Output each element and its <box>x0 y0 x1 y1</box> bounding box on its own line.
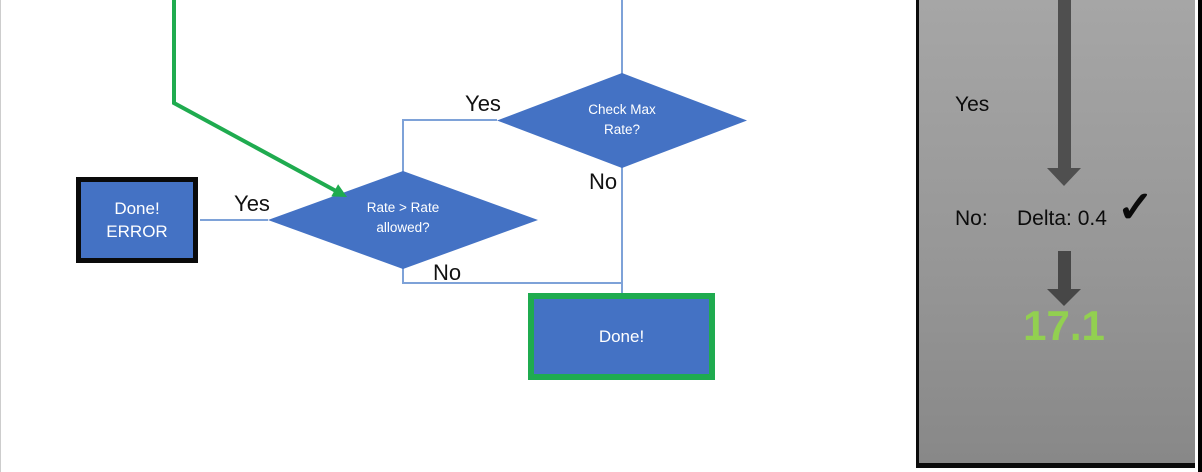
green-path-arrowhead-icon <box>331 184 347 197</box>
connector-checkmax-yes <box>402 119 497 173</box>
decision-check-max-line2: Rate? <box>603 122 641 137</box>
decision-rate-allowed-line1: Rate > Rate <box>366 200 440 215</box>
done-error-box: Done! ERROR <box>76 177 198 263</box>
done-error-line1: Done! <box>114 199 160 218</box>
rateallowed-no-label: No <box>432 260 462 285</box>
checkmark-icon: ✓ <box>1117 183 1154 232</box>
done-box: Done! <box>528 293 715 380</box>
flowchart-canvas <box>172 0 747 295</box>
down-arrow-icon <box>1058 251 1071 289</box>
done-box-label: Done! <box>598 327 645 346</box>
decision-rate-allowed-label: Rate > Rate allowed? <box>328 198 478 238</box>
panel-yes-label: Yes <box>955 93 990 116</box>
decision-check-max-diamond <box>497 73 747 168</box>
decision-check-max-line1: Check Max <box>588 102 656 117</box>
down-arrow-head-icon <box>1047 289 1081 306</box>
down-arrow-head-icon <box>1047 168 1081 186</box>
decision-rate-allowed-line2: allowed? <box>376 220 430 235</box>
green-path-line <box>172 0 337 193</box>
checkmax-yes-label: Yes <box>465 91 501 116</box>
slide-left-edge <box>0 0 1 472</box>
done-error-line2: ERROR <box>106 222 168 241</box>
slide-right-border <box>1198 0 1202 472</box>
status-panel: Yes No: Delta: 0.4 ✓ 17.1 <box>916 0 1195 468</box>
down-arrow-icon <box>1058 0 1071 168</box>
connector-rateallowed-no-to-done <box>402 267 621 284</box>
rateallowed-yes-label: Yes <box>234 191 270 216</box>
decision-check-max-label: Check Max Rate? <box>547 100 697 140</box>
panel-delta-value: Delta: 0.4 <box>1017 207 1107 230</box>
result-value: 17.1 <box>1023 302 1105 349</box>
panel-no-label: No: <box>955 207 988 230</box>
checkmax-no-label: No <box>588 169 618 194</box>
